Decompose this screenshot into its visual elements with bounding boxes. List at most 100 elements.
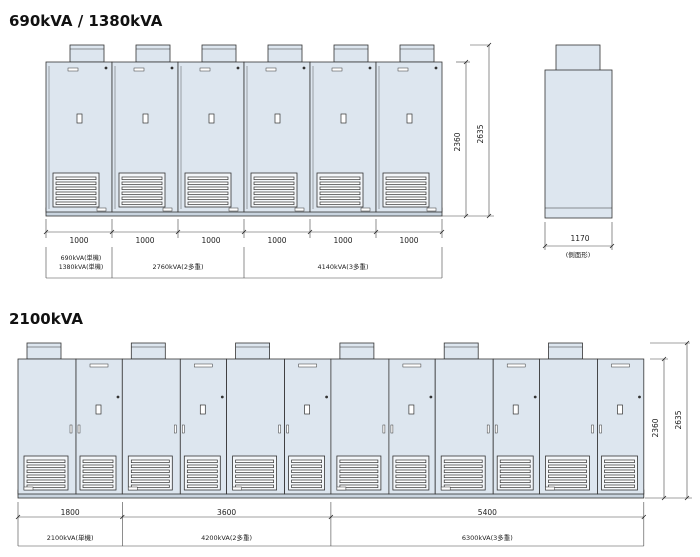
door-handle — [617, 404, 623, 415]
vent-louver — [339, 484, 379, 488]
vent-louver — [443, 479, 483, 483]
vent-louver — [121, 191, 163, 195]
vent-louver — [395, 469, 427, 473]
door-handle — [406, 113, 413, 124]
height-label-inner: 2360 — [453, 132, 462, 151]
cabinet-width-label: 1000 — [333, 236, 352, 245]
vent-louver — [82, 474, 114, 478]
panel-label-plate — [611, 363, 630, 368]
vent-grille — [601, 455, 638, 491]
group-label-1380kva: 1380kVA(単機) — [59, 263, 104, 271]
cabinet-width-label: 1000 — [267, 236, 286, 245]
vent-louver — [186, 464, 218, 468]
door-handle — [142, 113, 149, 124]
vent-louver — [235, 484, 274, 488]
vent-louver — [26, 459, 66, 463]
vent-grille — [440, 455, 486, 491]
vent-grille — [382, 172, 430, 208]
door-handle — [512, 404, 519, 415]
dimension-tick — [373, 229, 379, 235]
base-label — [162, 207, 173, 212]
vent-grille — [250, 172, 298, 208]
panel-indicator — [116, 395, 120, 399]
vent-louver — [319, 196, 361, 200]
vent-louver — [291, 469, 322, 473]
vent-grille — [23, 455, 69, 491]
panel-indicator — [220, 395, 224, 399]
dimension-tick — [661, 495, 667, 501]
vent-grille — [184, 172, 232, 208]
vent-louver — [235, 469, 274, 473]
base-label — [232, 486, 242, 491]
vent-louver — [253, 191, 295, 195]
vent-louver — [186, 459, 218, 463]
dimension-tick — [641, 514, 647, 520]
group-label-690kva: 690kVA(単機) — [61, 254, 102, 262]
roof-duct — [443, 342, 479, 360]
vent-louver — [186, 474, 218, 478]
vent-louver — [395, 474, 427, 478]
vent-louver — [187, 186, 229, 190]
dimension-tick — [15, 514, 21, 520]
dimension-tick — [486, 213, 492, 219]
vent-grille — [496, 455, 534, 491]
vent-louver — [82, 484, 114, 488]
vent-louver — [548, 474, 587, 478]
cabinet-width-label: 1000 — [135, 236, 154, 245]
vent-louver — [130, 459, 170, 463]
dimension-tick — [43, 229, 49, 235]
vent-louver — [604, 469, 635, 473]
height-label-outer: 2635 — [674, 410, 683, 429]
vent-louver — [548, 469, 587, 473]
door-hinge — [494, 424, 498, 434]
base-label — [360, 207, 371, 212]
panel-label-plate — [298, 363, 317, 368]
dimension-tick — [120, 514, 125, 520]
vent-grille — [545, 455, 590, 491]
vent-louver — [187, 201, 229, 205]
door-handle — [340, 113, 347, 124]
vent-louver — [385, 191, 427, 195]
vent-grille — [392, 455, 430, 491]
vent-grille — [79, 455, 117, 491]
vent-louver — [82, 464, 114, 468]
dimension-tick — [109, 229, 115, 235]
door-hinge — [599, 424, 602, 434]
cabinet-width-label: 1000 — [399, 236, 418, 245]
roof-duct — [26, 342, 62, 360]
panel-indicator — [104, 66, 108, 70]
vent-louver — [395, 484, 427, 488]
panel-indicator — [638, 395, 641, 399]
vent-louver — [443, 459, 483, 463]
panel-indicator — [236, 66, 240, 70]
door-hinge — [77, 424, 81, 434]
vent-louver — [291, 464, 322, 468]
vent-grille — [316, 172, 364, 208]
roof-duct — [235, 342, 271, 360]
vent-louver — [604, 474, 635, 478]
group-label-2760kva: 2760kVA(2多重) — [153, 262, 204, 271]
vent-louver — [385, 181, 427, 185]
group-label-6300kva: 6300kVA(3多重) — [462, 533, 513, 542]
door-handle — [408, 404, 415, 415]
panel-indicator — [434, 66, 438, 70]
height-label-outer: 2635 — [476, 124, 485, 143]
base-label — [440, 486, 451, 491]
width-label-5400: 5400 — [478, 508, 497, 517]
vent-louver — [186, 469, 218, 473]
dimension-tick — [486, 42, 492, 48]
vent-louver — [548, 459, 587, 463]
vent-louver — [121, 181, 163, 185]
base-label — [228, 207, 239, 212]
vent-louver — [253, 186, 295, 190]
roof-duct — [69, 44, 105, 63]
vent-louver — [186, 479, 218, 483]
vent-louver — [385, 186, 427, 190]
vent-louver — [130, 479, 170, 483]
vent-grille — [127, 455, 173, 491]
dimension-tick — [463, 59, 469, 65]
base-label — [545, 486, 555, 491]
panel-label-plate — [402, 363, 422, 368]
vent-louver — [339, 479, 379, 483]
panel-indicator — [170, 66, 174, 70]
